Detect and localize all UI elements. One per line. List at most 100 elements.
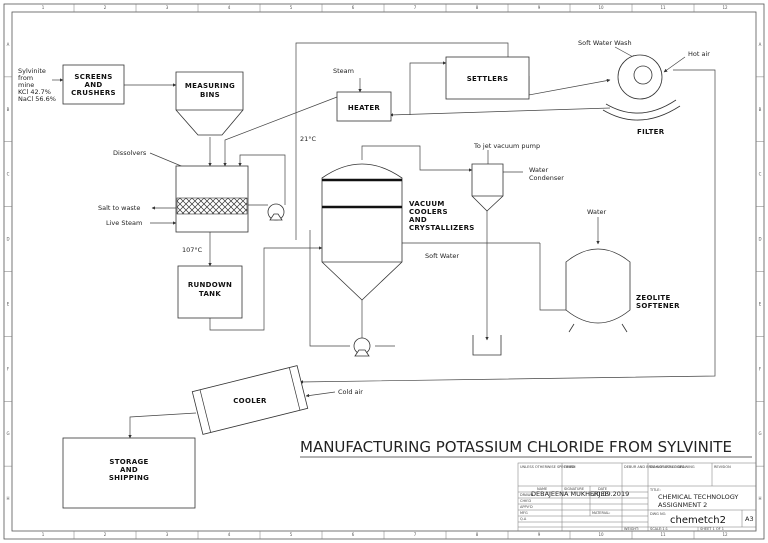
vacuum-crystallizer-unit [321,163,403,301]
border-row-letter: E [759,301,762,306]
vacuum-label-4: CRYSTALLIZERS [409,224,475,232]
cooler-label: COOLER [233,397,267,405]
dissolver-pump [267,203,285,221]
feed-label-3: mine [18,81,34,89]
tb-fine-f: NAME [537,487,547,491]
storage-label-1: STORAGE [109,458,148,466]
heater-unit: HEATER [336,91,392,122]
screens-crushers-unit: SCREENS AND CRUSHERS [62,64,125,105]
tb-fine-a: UNLESS OTHERWISE SPECIFIED [520,465,575,469]
border-column-number: 4 [228,5,231,10]
live-steam-label: Live Steam [106,219,142,227]
border-column-number: 12 [722,5,728,10]
feed-label-2: from [18,74,33,82]
tb-fine-g: SIGNATURE [564,487,584,491]
tb-drawn-name: DEBAJEENA MUKHERJEE [531,490,609,498]
heater-label: HEATER [348,104,381,112]
tb-fine-d: DO NOT SCALE DRAWING [650,465,695,469]
border-column-number: 3 [166,5,169,10]
temp-21-label: 21°C [300,135,317,143]
border-column-number: 6 [352,5,355,10]
vacuum-label-1: VACUUM [409,200,445,208]
border-column-number: 12 [722,532,728,537]
salt-to-waste-label: Salt to waste [98,204,140,212]
border-column-number: 7 [414,532,417,537]
border-row-letter: H [6,496,9,501]
rundown-label-1: RUNDOWN [188,281,232,289]
rotary-filter-unit [602,54,681,121]
drawing-title: MANUFACTURING POTASSIUM CHLORIDE FROM SY… [300,438,732,456]
border-column-number: 9 [538,5,541,10]
tb-fine-c: DEBUR AND BREAK SHARP EDGES [624,465,685,469]
border-column-number: 10 [598,532,604,537]
measuring-label-1: MEASURING [185,82,235,90]
border-row-letter: G [6,431,9,436]
tb-fine-b: FINISH [564,465,576,469]
storage-label-3: SHIPPING [109,474,149,482]
zeolite-softener-unit [565,248,631,333]
rundown-label-2: TANK [199,290,221,298]
border-row-letter: A [7,42,10,47]
tb-fine-j: DWG NO. [650,512,666,516]
zeolite-label-1: ZEOLITE [636,294,671,302]
tb-date: 20.09.2019 [592,490,629,498]
feed-label-1: Sylvinite [18,67,46,75]
border-column-number: 8 [476,5,479,10]
title-block-text: UNLESS OTHERWISE SPECIFIED FINISH DEBUR … [520,465,754,531]
screens-label-3: CRUSHERS [71,89,116,97]
tb-fine-n: SHEET 1 OF 1 [700,527,724,531]
tb-fine-q: APPV'D [520,505,533,509]
tb-fine-p: CHK'D [520,499,531,503]
border-column-number: 11 [660,532,666,537]
border-row-letter: E [7,301,10,306]
border-row-letter: D [758,237,761,242]
tb-project-line1: CHEMICAL TECHNOLOGY [658,493,738,501]
border-column-number: 10 [598,5,604,10]
settlers-unit: SETTLERS [445,56,530,100]
border-column-number: 9 [538,532,541,537]
screens-label-2: AND [85,81,103,89]
temp-107-label: 107°C [182,246,203,254]
soft-water-label: Soft Water [425,252,459,260]
water-condenser-label-1: Water [529,166,549,174]
border-column-number: 5 [290,5,293,10]
border-column-number: 7 [414,5,417,10]
tb-project-line2: ASSIGNMENT 2 [658,501,707,509]
border-column-number: 11 [660,5,666,10]
feed-label-5: NaCl 56.6% [18,95,56,103]
border-column-number: 2 [104,532,107,537]
border-column-number: 2 [104,5,107,10]
water-condenser-label-2: Condenser [529,174,564,182]
border-row-letter: A [759,42,762,47]
vacuum-labels: VACUUM COOLERS AND CRYSTALLIZERS [409,200,475,232]
tb-fine-o: DRAWN [520,493,534,497]
tb-drawing-number: chemetch2 [670,515,726,526]
tb-fine-m: SCALE:1:1 [650,527,668,531]
tb-fine-e: REVISION [714,465,731,469]
tb-fine-s: Q.A [520,517,527,521]
steam-label: Steam [333,67,354,75]
hot-air-label: Hot air [688,50,710,58]
border-row-letter: H [758,496,761,501]
border-column-number: 5 [290,532,293,537]
border-column-number: 1 [42,532,45,537]
cold-air-label: Cold air [338,388,363,396]
border-row-letter: F [759,366,762,371]
water-label: Water [587,208,607,216]
jet-vacuum-label: To jet vacuum pump [473,142,540,150]
dissolvers-label: Dissolvers [113,149,147,157]
vacuum-label-3: AND [409,216,427,224]
measuring-bins-unit: MEASURING BINS [175,71,244,136]
tb-sheet-size: A3 [745,515,754,523]
border-column-number: 4 [228,532,231,537]
title-block [517,462,757,532]
tb-fine-h: DATE [598,487,607,491]
dissolver-unit [175,165,249,233]
process-lines [52,42,716,439]
tb-fine-l: WEIGHT: [624,527,639,531]
water-condenser-unit [471,163,504,212]
soft-water-wash-label: Soft Water Wash [578,39,632,47]
